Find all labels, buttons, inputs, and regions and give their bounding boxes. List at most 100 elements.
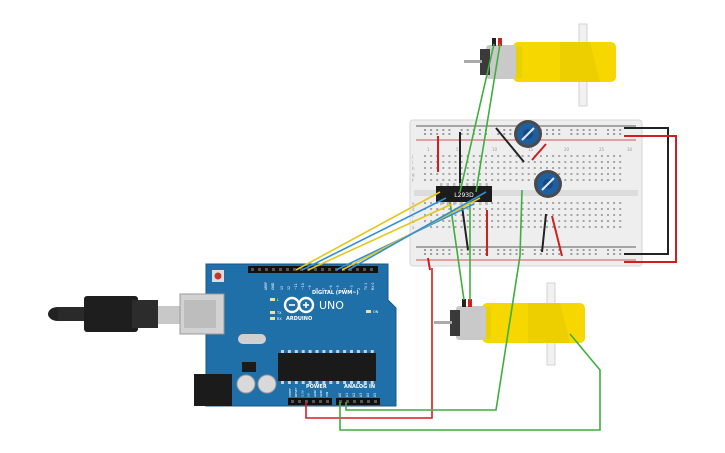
analog-pin-label: A3	[359, 393, 363, 397]
digital-pin-label: ~10	[301, 283, 305, 290]
breadboard-hole	[527, 202, 530, 204]
usb-cable[interactable]	[48, 296, 184, 332]
motor-wires[interactable]	[449, 43, 501, 301]
breadboard-hole	[552, 208, 555, 210]
jumper-wire-black[interactable]	[541, 213, 547, 253]
header-hole[interactable]	[291, 400, 294, 403]
rail-wire-red[interactable]	[624, 135, 677, 263]
gear-motor-bottom[interactable]	[434, 282, 585, 366]
breadboard-hole	[478, 249, 481, 251]
wire-blue[interactable]	[301, 197, 447, 271]
breadboard-hole	[442, 253, 445, 255]
power-label: POWER	[306, 384, 327, 390]
header-hole[interactable]	[298, 400, 301, 403]
breadboard-hole	[472, 253, 475, 255]
breadboard-hole	[600, 226, 603, 228]
chip-pin	[459, 202, 462, 205]
breadboard-hole	[546, 161, 548, 163]
breadboard-hole	[600, 214, 603, 216]
header-hole[interactable]	[346, 400, 349, 403]
wire-green-analog[interactable]	[339, 333, 601, 431]
gear-motor-top[interactable]	[464, 23, 616, 107]
motor-wire-green[interactable]	[449, 201, 465, 301]
header-hole[interactable]	[367, 400, 370, 403]
header-hole[interactable]	[370, 268, 373, 271]
breadboard-hole	[430, 133, 433, 135]
breadboard-hole	[607, 220, 609, 222]
breadboard-hole	[558, 253, 561, 255]
rail-wire-black[interactable]	[624, 127, 669, 255]
signal-wires[interactable]	[295, 191, 487, 271]
header-hole[interactable]	[305, 400, 308, 403]
power-analog-wires[interactable]	[305, 189, 601, 431]
wire-green-analog[interactable]	[345, 189, 523, 411]
breadboard-hole	[509, 220, 512, 222]
header-hole[interactable]	[293, 268, 296, 271]
driver-chip[interactable]: L293D	[436, 183, 492, 205]
header-hole[interactable]	[363, 268, 366, 271]
potentiometer-bottom[interactable]	[534, 170, 562, 198]
wire-blue[interactable]	[347, 191, 487, 271]
motor-wire-green[interactable]	[459, 43, 495, 193]
header-hole[interactable]	[339, 400, 342, 403]
wire-yellow[interactable]	[295, 191, 441, 271]
breadboard-hole	[613, 208, 616, 210]
power-pin-label: GND	[319, 389, 323, 397]
jumper-wire-black[interactable]	[495, 127, 525, 163]
breadboard-hole	[503, 167, 506, 169]
header-hole[interactable]	[360, 400, 363, 403]
header-hole[interactable]	[265, 268, 268, 271]
header-hole[interactable]	[312, 400, 315, 403]
header-hole[interactable]	[300, 268, 303, 271]
header-hole[interactable]	[272, 268, 275, 271]
header-hole[interactable]	[326, 400, 329, 403]
breadboard-hole	[607, 253, 609, 255]
header-hole[interactable]	[374, 400, 377, 403]
board-model: UNO	[319, 299, 344, 312]
breadboard-hole	[460, 253, 463, 255]
breadboard-hole	[478, 173, 481, 175]
breadboard-hole	[546, 208, 548, 210]
reset-button[interactable]	[214, 272, 222, 280]
header-hole[interactable]	[319, 400, 322, 403]
mcu-pin	[336, 381, 340, 384]
jumper-wire-red[interactable]	[551, 215, 563, 257]
jumper-wire-red[interactable]	[427, 257, 431, 271]
power-pin-label: VIN	[325, 392, 329, 397]
header-hole[interactable]	[314, 268, 317, 271]
header-hole[interactable]	[321, 268, 324, 271]
breadboard-hole	[570, 208, 573, 210]
header-hole[interactable]	[353, 400, 356, 403]
breadboard-hole	[442, 179, 445, 181]
chip-pin	[453, 202, 456, 205]
led-on-label: ON	[373, 310, 379, 314]
header-hole[interactable]	[286, 268, 289, 271]
jumper-wire-black[interactable]	[461, 205, 469, 251]
breadboard-hole	[472, 214, 475, 216]
digital-header-label: DIGITAL (PWM~)	[312, 290, 359, 296]
wire-red-5v[interactable]	[305, 268, 433, 419]
header-hole[interactable]	[279, 268, 282, 271]
breadboard-jumpers[interactable]	[427, 127, 563, 271]
analog-pin-label: A5	[373, 393, 377, 397]
breadboard-hole	[460, 133, 463, 135]
jumper-wire-red[interactable]	[531, 143, 547, 161]
breadboard-hole	[527, 179, 530, 181]
breadboard-hole	[448, 226, 451, 228]
chip-pin	[466, 183, 469, 186]
wire-yellow[interactable]	[307, 203, 453, 271]
breadboard-hole	[570, 253, 573, 255]
breadboard-hole	[472, 220, 475, 222]
potentiometer-top[interactable]	[514, 120, 542, 148]
header-hole[interactable]	[258, 268, 261, 271]
header-hole[interactable]	[251, 268, 254, 271]
header-hole[interactable]	[356, 268, 359, 271]
motor-wire-green[interactable]	[475, 43, 501, 193]
breadboard-hole	[442, 220, 445, 222]
breadboard-hole	[503, 249, 506, 251]
header-hole[interactable]	[328, 268, 331, 271]
breadboard-hole	[503, 208, 506, 210]
breadboard-hole	[430, 208, 433, 210]
